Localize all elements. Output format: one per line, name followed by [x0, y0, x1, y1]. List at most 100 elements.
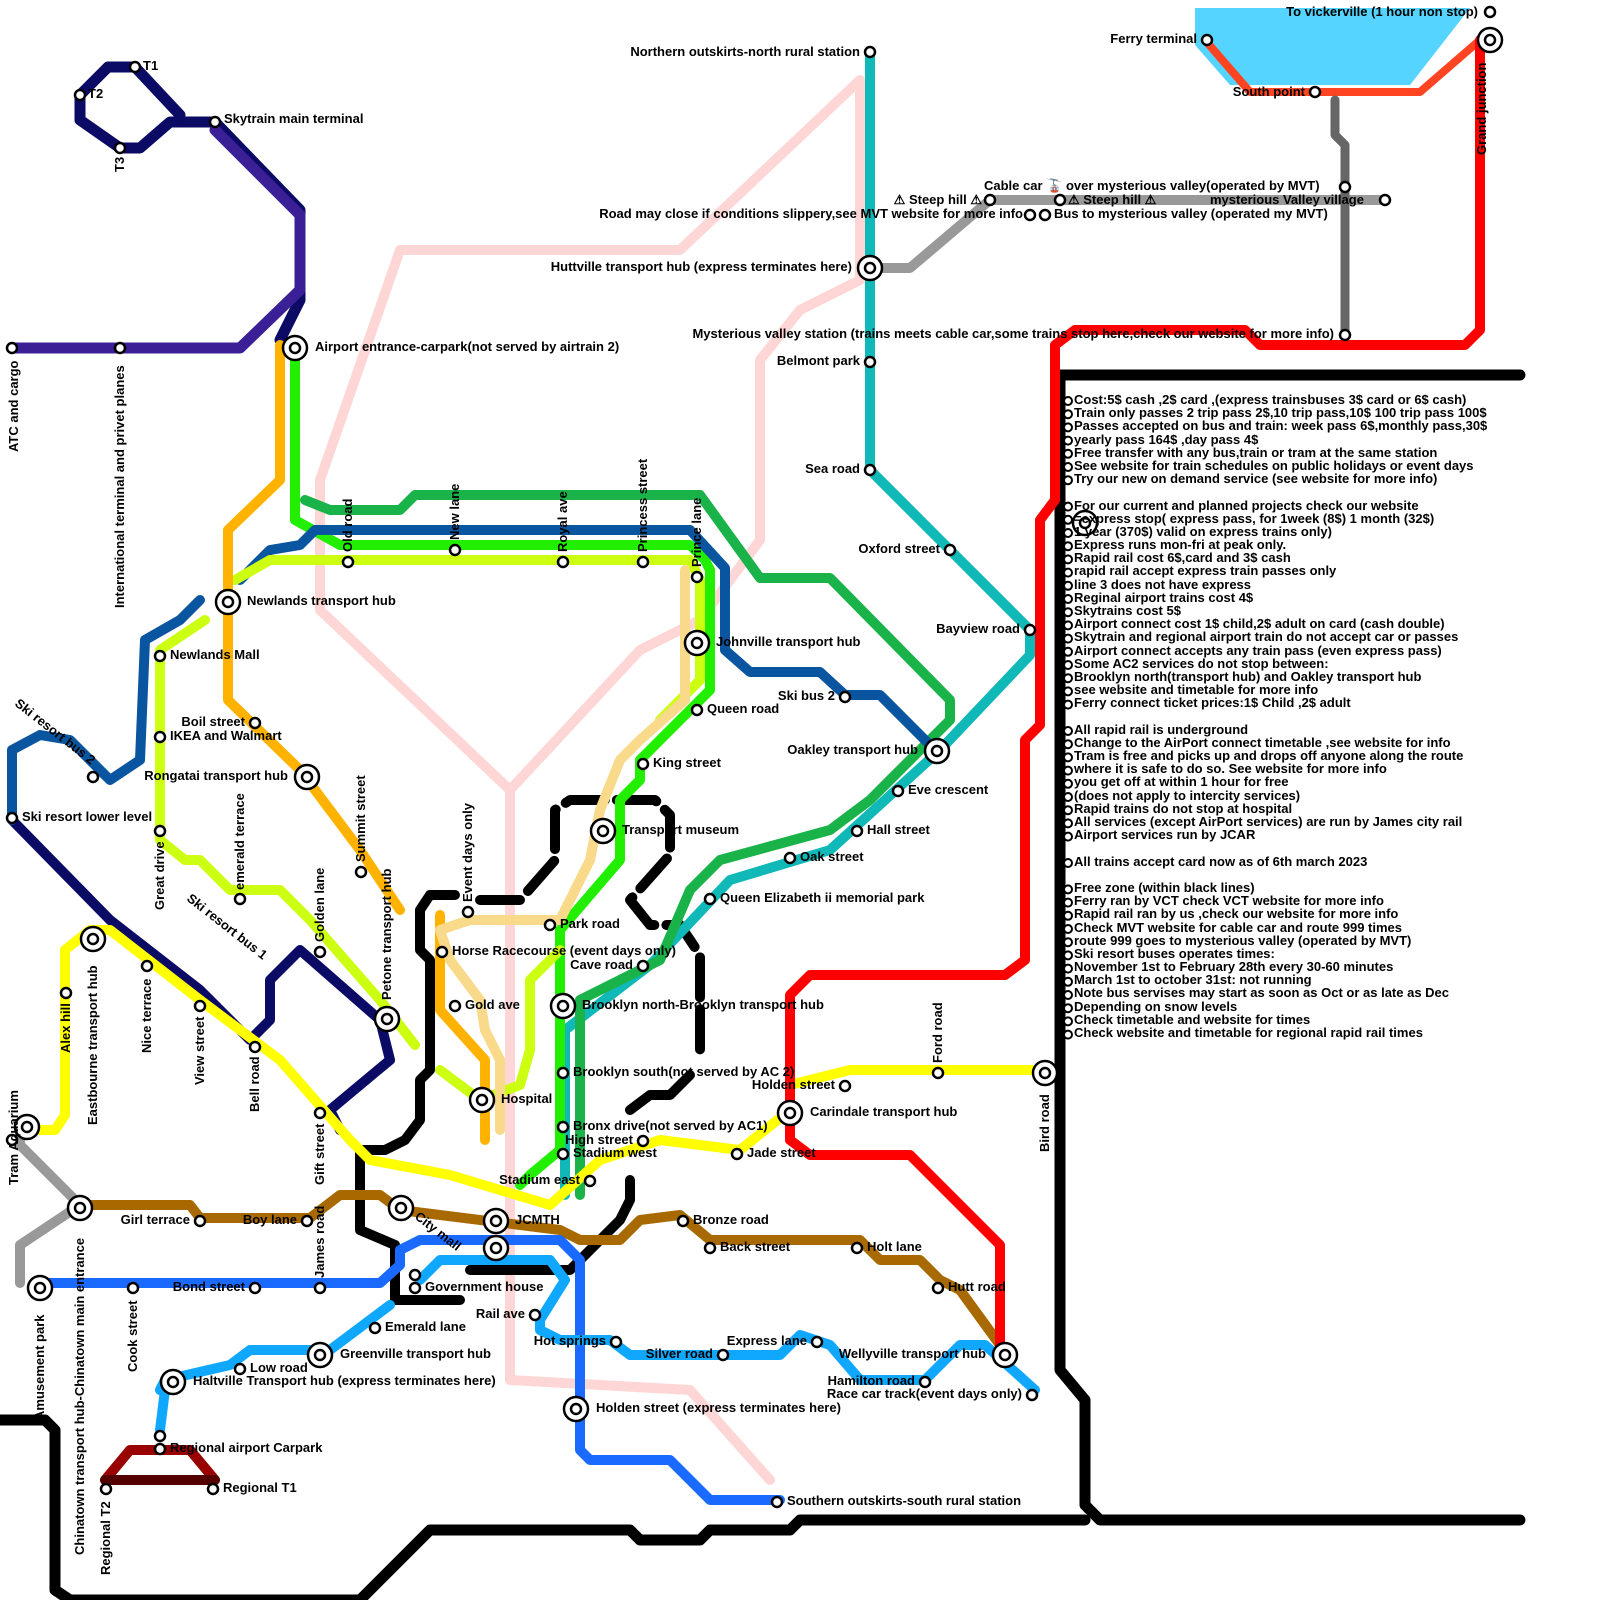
info-note: line 3 does not have express [1074, 576, 1252, 592]
label-queen-road: Queen road [707, 701, 779, 716]
station-tram-aquarium [5, 1113, 41, 1147]
station-hutt-road [931, 1281, 945, 1295]
label-bus-mvt: Bus to mysterious valley (operated my MV… [1054, 206, 1328, 221]
skytrain-line [74, 61, 306, 346]
label-alex-hill: Alex hill [58, 1003, 73, 1053]
station-t2 [73, 88, 87, 102]
label-mv-village: mysterious Valley village [1210, 192, 1364, 207]
station-steep-hill [983, 193, 1067, 207]
station-boil-street [248, 716, 262, 730]
station-great-drive [153, 824, 167, 838]
label-golden-lane: Golden lane [312, 868, 327, 942]
info-bullet [1063, 422, 1073, 433]
info-note: March 1st to october 31st: not running [1074, 972, 1312, 988]
info-bullet [1063, 620, 1073, 631]
label-silver-road: Silver road [646, 1346, 713, 1361]
station-ski-bus-2b [838, 690, 852, 704]
label-cook-street: Cook street [125, 1300, 140, 1372]
label-t2: T2 [88, 86, 103, 101]
station-regional-t1 [206, 1482, 220, 1496]
label-hamilton-road: Hamilton road [828, 1373, 915, 1388]
info-note: route 999 goes to mysterious valley (ope… [1074, 932, 1412, 948]
info-note: Brooklyn north(transport hub) and Oakley… [1074, 668, 1422, 684]
peach-line [435, 565, 690, 1135]
station-chinatown [66, 1194, 94, 1222]
info-bullet [1063, 937, 1073, 948]
info-note: Change to the AirPort connect timetable … [1074, 734, 1451, 750]
label-new-lane: New lane [447, 484, 462, 540]
station-regional-t2 [99, 1482, 113, 1496]
info-note: Airport services run by JCAR [1074, 827, 1256, 843]
label-transport-museum: Transport museum [622, 822, 739, 837]
label-chinatown: Chinatown transport hub-Chinatown main e… [72, 1238, 87, 1555]
station-rongatai [293, 763, 321, 791]
info-note: Train only passes 2 trip pass 2$,10 trip… [1074, 405, 1487, 421]
label-johnville: Johnville transport hub [716, 634, 861, 649]
info-note: Ferry ran by VCT check VCT website for m… [1074, 893, 1384, 909]
station-bond-street [248, 1281, 262, 1295]
station-airport-entrance [281, 334, 309, 362]
label-bond-street: Bond street [173, 1279, 246, 1294]
info-note: Free transfer with any bus,train or tram… [1074, 444, 1438, 460]
label-park-road: Park road [560, 916, 620, 931]
central-black-2 [355, 890, 465, 1305]
station-skytrain-main [208, 115, 222, 129]
label-amusement-park: Amusement park [32, 1314, 47, 1420]
label-emerald-lane: Emerald lane [385, 1319, 466, 1334]
station-jcmth [482, 1207, 510, 1235]
info-bullet [1063, 950, 1073, 961]
station-king-street [636, 757, 650, 771]
info-bullet [1063, 778, 1073, 789]
station-ford-road [931, 1066, 945, 1080]
info-note: Try our new on demand service (see websi… [1074, 471, 1438, 487]
station-t1 [128, 60, 142, 74]
label-regional-t2: Regional T2 [98, 1501, 113, 1575]
station-city-mall [387, 1194, 415, 1222]
station-old-road [341, 555, 355, 569]
label-brooklyn-south: Brooklyn south(not served by AC 2) [573, 1064, 794, 1079]
station-low-road [233, 1362, 247, 1376]
station-haltville [159, 1368, 187, 1396]
info-bullet [1063, 646, 1073, 657]
station-newlands-mall [153, 649, 167, 663]
info-bullet [1063, 805, 1073, 816]
label-cave-road: Cave road [570, 957, 633, 972]
station-jcmth-2 [482, 1234, 510, 1262]
station-nice-terrace [140, 959, 154, 973]
station-northern-outskirts [863, 45, 877, 59]
info-note: see website and timetable for more info [1074, 682, 1319, 698]
station-newlands-hub [214, 588, 242, 616]
info-bullet [1063, 528, 1073, 538]
info-note: All trains accept card now as of 6th mar… [1074, 853, 1368, 869]
info-note: For our current and planned projects che… [1074, 497, 1419, 513]
info-note: (does not apply to intercity services) [1074, 787, 1301, 803]
fare-info-panel: Cost:5$ cash ,2$ card ,(express trainsbu… [1074, 393, 1594, 1039]
info-bullet [1063, 1029, 1073, 1040]
light-blue-line-2 [155, 1385, 170, 1435]
info-note: you get off at within 1 hour for free [1074, 774, 1289, 790]
label-government-house: Government house [425, 1279, 543, 1294]
label-south-point: South point [1233, 84, 1306, 99]
orange-line [223, 340, 405, 915]
label-express-lane: Express lane [727, 1333, 807, 1348]
label-jade-street: Jade street [747, 1145, 816, 1160]
info-bullet [1063, 607, 1073, 618]
label-mysterious-station: Mysterious valley station (trains meets … [692, 326, 1334, 341]
label-nice-terrace: Nice terrace [139, 979, 154, 1053]
legend-express-symbol [1071, 509, 1099, 537]
station-eastbourne [79, 925, 107, 953]
station-petone [373, 1005, 401, 1033]
station-royal-ave [556, 555, 570, 569]
info-bullet [1063, 660, 1073, 670]
station-silver-road [716, 1348, 730, 1362]
label-old-road: Old road [340, 498, 355, 552]
info-note: Note bus servises may start as soon as O… [1074, 985, 1450, 1001]
label-wellyville: Wellyville transport hub [839, 1346, 986, 1361]
label-ski-lower: Ski resort lower level [22, 809, 152, 824]
station-mysterious [1338, 328, 1352, 342]
label-jcmth: JCMTH [515, 1212, 560, 1227]
free-zone-border-2 [0, 1414, 1091, 1600]
label-horse-racecourse: Horse Racecourse (event days only) [452, 943, 676, 958]
ferry-route [1201, 36, 1484, 96]
